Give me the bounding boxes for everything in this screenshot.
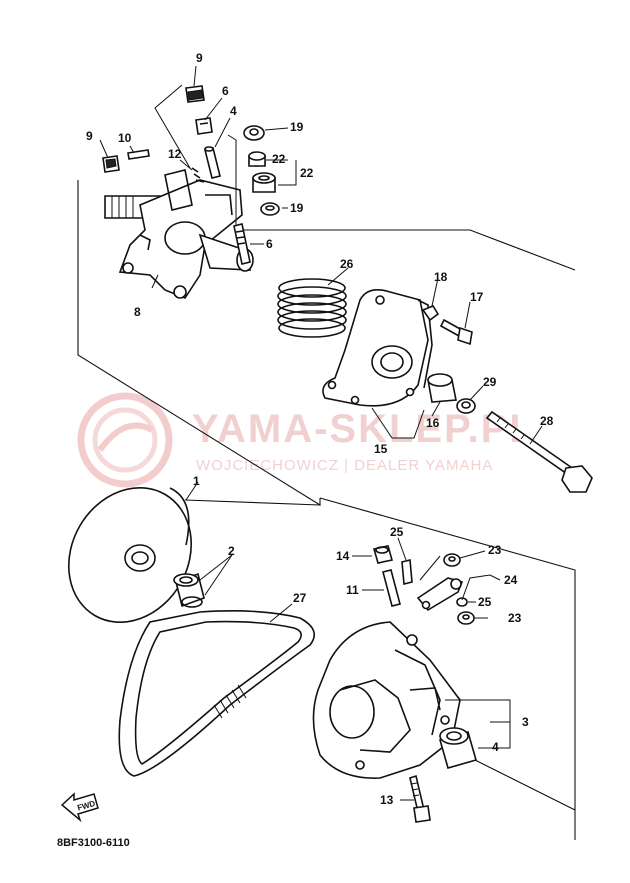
callout-25: 25	[390, 525, 404, 539]
forward-arrow-icon: FWD	[60, 792, 99, 823]
part-pin-6-top	[204, 146, 221, 179]
callout-28: 28	[540, 414, 554, 428]
callout-16: 16	[426, 416, 440, 430]
part-collar-19-top	[243, 125, 265, 141]
callout-22-top: 23	[488, 543, 502, 557]
part-collar-19-bottom	[260, 202, 280, 216]
callout-19-bottom: 19	[290, 201, 304, 215]
callout-11: 11	[346, 583, 359, 597]
callout-17: 17	[470, 290, 484, 304]
callout-1: 1	[193, 474, 200, 488]
callout-24: 25	[478, 595, 492, 609]
callout-21: 22	[272, 152, 286, 166]
part-spring-26	[277, 278, 347, 338]
part-weight-9-left	[102, 155, 120, 173]
callout-29: 29	[483, 375, 497, 389]
callout-6-bottom: 6	[266, 237, 273, 251]
part-sliding-sheave-1	[67, 486, 193, 624]
callout-23: 24	[504, 573, 518, 587]
part-arm-23	[416, 577, 464, 612]
part-nut-14	[372, 545, 394, 564]
part-pin-10	[127, 149, 150, 160]
watermark: YAMA-SKLEP.PL WOJCIECHOWICZ | DEALER YAM…	[77, 392, 536, 488]
callout-26: 26	[340, 257, 354, 271]
callout-10: 10	[118, 131, 132, 145]
catalog-code: 8BF3100-6110	[57, 837, 130, 849]
callout-13: 13	[380, 793, 394, 807]
part-bushing-4	[439, 727, 477, 769]
callout-9-top: 9	[196, 51, 203, 65]
part-screw-17	[439, 318, 473, 346]
part-seal-2	[173, 572, 205, 608]
part-collar-22-top	[443, 553, 461, 567]
exploded-frame	[77, 180, 576, 840]
callout-4: 4	[492, 740, 499, 754]
part-bolt-13	[409, 774, 431, 823]
callout-15: 15	[374, 442, 388, 456]
part-bushing-21	[248, 151, 266, 167]
callout-8: 8	[134, 305, 141, 319]
callout-27: 27	[293, 591, 307, 605]
part-bushing-20	[252, 172, 276, 193]
leader-lines	[99, 65, 543, 801]
watermark-main: YAMA-SKLEP.PL	[192, 407, 536, 451]
callout-6-top: 4	[230, 104, 237, 118]
part-cover-plate-15	[322, 289, 433, 407]
callout-20: 22	[300, 166, 314, 180]
part-nut-7	[195, 117, 213, 135]
part-clutch-housing-3	[312, 621, 461, 779]
callout-14: 14	[336, 549, 350, 563]
watermark-logo-icon	[77, 392, 173, 488]
callout-2: 2	[228, 544, 235, 558]
part-bushing-16	[427, 373, 457, 403]
callout-22-bottom: 23	[508, 611, 522, 625]
part-drive-belt-27	[118, 610, 316, 777]
part-pin-25	[401, 558, 413, 586]
part-long-bolt-28	[485, 410, 593, 493]
part-nut-18	[421, 305, 440, 322]
part-spring-12	[191, 167, 205, 183]
callout-18: 18	[434, 270, 448, 284]
callout-9-left: 9	[86, 129, 93, 143]
part-bolt-6-bottom	[233, 223, 251, 265]
part-spacer-24	[456, 597, 468, 607]
part-primary-sheave-hub	[104, 169, 254, 299]
part-collar-22-bottom	[457, 611, 475, 625]
callout-3: 3	[522, 715, 529, 729]
part-washer-29	[456, 398, 476, 414]
watermark-sub: WOJCIECHOWICZ | DEALER YAMAHA	[196, 457, 493, 474]
part-weight-9-top	[185, 85, 205, 103]
part-pin-11	[382, 569, 401, 607]
callout-19-top: 19	[290, 120, 304, 134]
callout-7: 6	[222, 84, 229, 98]
callouts: 9 6 4 9 10 12 19 22 22 19 6 8 26 18 17 2…	[86, 51, 554, 807]
callout-12: 12	[168, 147, 182, 161]
